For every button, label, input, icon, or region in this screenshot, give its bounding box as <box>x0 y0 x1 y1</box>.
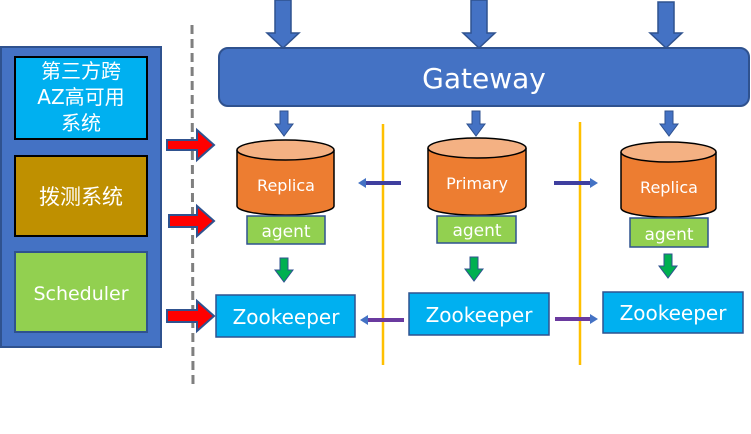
zookeeper-box-1[interactable]: Zookeeper <box>215 294 356 338</box>
agent-box-1[interactable]: agent <box>246 215 326 245</box>
left-item-third-party-ha[interactable]: 第三方跨 AZ高可用 系统 <box>14 56 148 140</box>
zk-sync-arrow-left-icon <box>360 315 404 325</box>
db-cylinder-primary[interactable]: Primary <box>427 137 527 216</box>
green-down-arrow-icon <box>274 257 294 283</box>
left-item-dial-test[interactable]: 拨测系统 <box>14 155 148 237</box>
down-arrow-icon <box>466 110 486 137</box>
left-item-label-line: 系统 <box>61 111 101 135</box>
replication-arrow-left-icon <box>358 178 401 188</box>
agent-label: agent <box>452 221 501 241</box>
left-item-label: Scheduler <box>33 283 128 305</box>
down-arrow-icon <box>274 110 294 137</box>
dashed-separator <box>190 24 195 389</box>
db-cylinder-replica-1[interactable]: Replica <box>236 139 335 216</box>
db-label: Primary <box>446 174 508 193</box>
zookeeper-box-3[interactable]: Zookeeper <box>602 291 744 334</box>
zk-sync-arrow-right-icon <box>555 314 598 324</box>
agent-label: agent <box>261 222 310 242</box>
down-arrow-icon <box>659 110 679 137</box>
gateway-label: Gateway <box>422 62 546 95</box>
left-item-scheduler[interactable]: Scheduler <box>14 251 148 333</box>
zookeeper-label: Zookeeper <box>620 301 728 325</box>
red-arrow-icon <box>166 298 216 334</box>
left-item-label-line: AZ高可用 <box>37 85 124 109</box>
red-arrow-icon <box>168 203 216 239</box>
zookeeper-label: Zookeeper <box>426 303 534 327</box>
down-arrow-icon <box>461 0 497 50</box>
agent-box-3[interactable]: agent <box>629 217 709 248</box>
green-down-arrow-icon <box>658 253 678 279</box>
replication-arrow-right-icon <box>554 178 598 188</box>
down-arrow-icon <box>265 0 301 50</box>
agent-label: agent <box>644 225 693 245</box>
red-arrow-icon <box>166 127 216 163</box>
db-cylinder-replica-2[interactable]: Replica <box>620 141 717 218</box>
db-label: Replica <box>640 178 698 197</box>
zookeeper-box-2[interactable]: Zookeeper <box>408 292 550 336</box>
gateway-box[interactable]: Gateway <box>218 47 750 107</box>
down-arrow-icon <box>648 1 684 50</box>
zookeeper-label: Zookeeper <box>233 305 341 329</box>
left-item-label-line: 第三方跨 <box>41 59 121 83</box>
green-down-arrow-icon <box>464 256 484 282</box>
db-label: Replica <box>257 176 315 195</box>
left-item-label: 拨测系统 <box>39 185 123 209</box>
agent-box-2[interactable]: agent <box>436 215 517 244</box>
